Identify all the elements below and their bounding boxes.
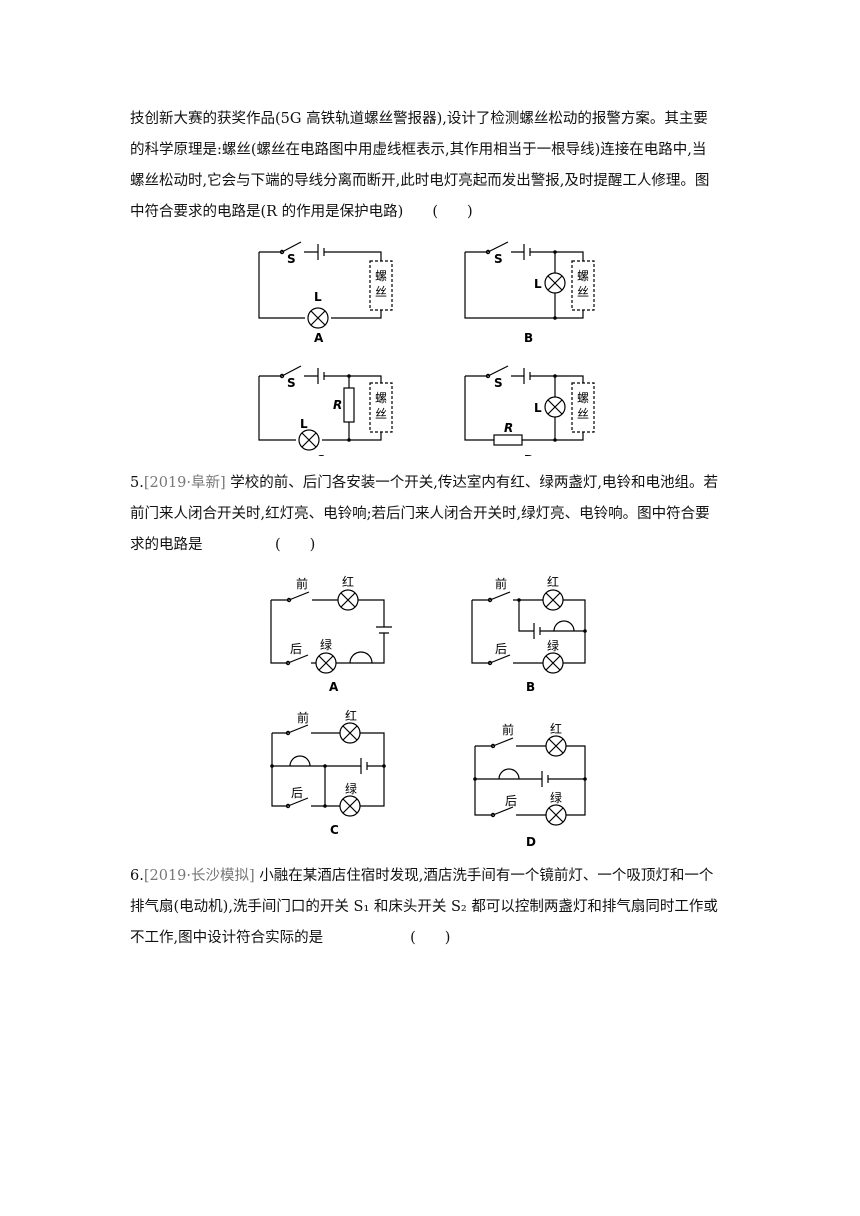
q5-circuit-d xyxy=(474,735,586,826)
q4c-switch-label: S xyxy=(287,376,296,390)
q4-circuit-c xyxy=(258,365,393,451)
q5a-front-label: 前 xyxy=(296,576,308,591)
q4a-switch-label: S xyxy=(287,252,296,266)
q5-line-1: 5.[2019·阜新] 学校的前、后门各安装一个开关,传达室内有红、绿两盏灯,电… xyxy=(130,468,740,499)
q5-number: 5. xyxy=(130,475,144,491)
q4c-screw-bottom: 丝 xyxy=(375,407,387,421)
q5-source: [2019·阜新] xyxy=(143,475,226,491)
q4-circuit-a xyxy=(258,241,393,329)
q5b-back-label: 后 xyxy=(495,642,507,656)
q5c-green-label: 绿 xyxy=(345,781,357,796)
q5-circuit-b xyxy=(471,589,586,674)
q4-option-a: A xyxy=(314,331,324,345)
q5-line-1-text: 学校的前、后门各安装一个开关,传达室内有红、绿两盏灯,电铃和电池组。若 xyxy=(230,475,718,491)
q5a-green-label: 绿 xyxy=(320,637,332,652)
q4-option-b: B xyxy=(524,331,533,345)
q4-line-3: 螺丝松动时,它会与下端的导线分离而断开,此时电灯亮起而发出警报,及时提醒工人修理… xyxy=(130,173,710,189)
q4d-screw-top: 螺 xyxy=(577,391,589,405)
q5-option-d: D xyxy=(526,835,536,849)
q6-line-3: 不工作,图中设计符合实际的是 ( ) xyxy=(130,930,451,946)
q5-line-3: 求的电路是 ( ) xyxy=(130,537,316,553)
q4c-resistor-label: R xyxy=(333,398,342,412)
q4a-screw-bottom: 丝 xyxy=(375,285,387,299)
q6-source: [2019·长沙模拟] xyxy=(143,868,255,884)
q4-line-1: 技创新大赛的获奖作品(5G 高铁轨道螺丝警报器),设计了检测螺丝松动的报警方案。… xyxy=(130,111,708,127)
q4b-lamp-label: L xyxy=(534,277,542,291)
question-5-text: 5.[2019·阜新] 学校的前、后门各安装一个开关,传达室内有红、绿两盏灯,电… xyxy=(130,468,740,561)
q4c-lamp-label: L xyxy=(300,417,308,431)
q5a-back-label: 后 xyxy=(290,642,302,656)
q4d-switch-label: S xyxy=(494,376,503,390)
q5c-front-label: 前 xyxy=(297,710,309,725)
q4-line-2: 的科学原理是:螺丝(螺丝在电路图中用虚线框表示,其作用相当于一根导线)连接在电路… xyxy=(130,142,707,158)
q4b-screw-bottom: 丝 xyxy=(577,285,589,299)
q5-circuit-figures: 前 红 后 绿 A 前 红 后 绿 B 前 红 后 绿 C 前 红 后 绿 D xyxy=(270,574,587,849)
q5-circuit-c xyxy=(271,722,385,817)
q5b-front-label: 前 xyxy=(495,576,507,591)
q6-line-1: 6.[2019·长沙模拟] 小融在某酒店住宿时发现,酒店洗手间有一个镜前灯、一个… xyxy=(130,861,740,892)
q5a-red-label: 红 xyxy=(342,574,354,589)
q4-option-c: C xyxy=(316,453,325,456)
q4-circuit-b xyxy=(464,241,595,319)
q4b-switch-label: S xyxy=(494,252,503,266)
q5-option-b: B xyxy=(526,680,535,694)
q4a-lamp-label: L xyxy=(314,290,322,304)
q5d-green-label: 绿 xyxy=(550,790,562,805)
question-4-text: 技创新大赛的获奖作品(5G 高铁轨道螺丝警报器),设计了检测螺丝松动的报警方案。… xyxy=(130,104,740,228)
q5c-red-label: 红 xyxy=(345,708,357,723)
q4-circuit-figures: S L 螺 丝 A S L 螺 丝 B S L R 螺 丝 C S L R 螺 … xyxy=(258,241,595,456)
q6-line-1-text: 小融在某酒店住宿时发现,酒店洗手间有一个镜前灯、一个吸顶灯和一个 xyxy=(259,868,714,884)
q5d-front-label: 前 xyxy=(502,722,514,737)
q5-line-2: 前门来人闭合开关时,红灯亮、电铃响;若后门来人闭合开关时,绿灯亮、电铃响。图中符… xyxy=(130,506,710,522)
q5-option-c: C xyxy=(330,823,339,837)
q5b-green-label: 绿 xyxy=(547,638,559,653)
q5b-red-label: 红 xyxy=(547,574,559,589)
q4-option-d: D xyxy=(524,453,534,456)
q6-number: 6. xyxy=(130,868,144,884)
q4d-resistor-label: R xyxy=(504,421,513,435)
q4a-screw-top: 螺 xyxy=(375,269,387,283)
q5d-back-label: 后 xyxy=(505,794,517,808)
q4b-screw-top: 螺 xyxy=(577,269,589,283)
q5-option-a: A xyxy=(329,680,339,694)
q5c-back-label: 后 xyxy=(291,786,303,800)
question-6-text: 6.[2019·长沙模拟] 小融在某酒店住宿时发现,酒店洗手间有一个镜前灯、一个… xyxy=(130,861,740,954)
q5-circuit-a xyxy=(270,589,392,674)
q4d-lamp-label: L xyxy=(534,401,542,415)
q6-line-2: 排气扇(电动机),洗手间门口的开关 S₁ 和床头开关 S₂ 都可以控制两盏灯和排… xyxy=(130,899,718,915)
q5d-red-label: 红 xyxy=(550,721,562,736)
q4-line-4: 中符合要求的电路是(R 的作用是保护电路) ( ) xyxy=(130,204,473,220)
q4c-screw-top: 螺 xyxy=(375,391,387,405)
q4d-screw-bottom: 丝 xyxy=(577,407,589,421)
q4-circuit-d xyxy=(464,365,595,446)
